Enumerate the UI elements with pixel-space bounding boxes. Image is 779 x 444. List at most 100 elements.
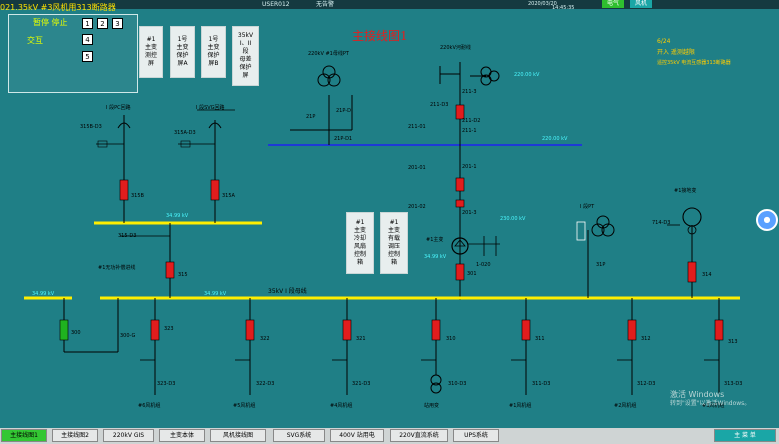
cabinet-panel-1[interactable]: #1 主变 测控 屏 <box>139 26 163 78</box>
label-310: 310 <box>446 336 456 342</box>
label-v-35b: 34.99 kV <box>32 291 55 297</box>
cabinet-panel-4[interactable]: 35kV I、II 段 母差 保护 屏 <box>232 26 259 86</box>
label-322: 322 <box>260 336 270 342</box>
label-314: 314 <box>702 272 712 278</box>
control-button-1[interactable]: 1 <box>82 18 93 29</box>
control-button-5[interactable]: 5 <box>82 51 93 62</box>
control-button-2[interactable]: 2 <box>97 18 108 29</box>
bottom-navigation: 主接线图1 主接线图2 220kV GIS 主变本体 风机接线图 SVG系统 4… <box>0 428 779 444</box>
label-311-d3: 311-D3 <box>532 381 551 387</box>
fan-control-panel[interactable]: #1 主变 冷却 风扇 控制 箱 <box>346 212 374 274</box>
label-fan6: #6风机组 <box>138 403 161 409</box>
date-label: 2020/03/20 <box>528 1 557 7</box>
label-21p: 21P <box>306 114 316 120</box>
stop-label: 暂停 停止 <box>33 18 68 27</box>
label-bus-pt: I 段PT <box>580 204 595 210</box>
control-button-3[interactable]: 3 <box>112 18 123 29</box>
event-ticker: 021.35kV #3风机用313断路器 <box>0 3 116 12</box>
top-status-bar: USER012 无告警 2020/03/20 14:45:35 电气 风机 <box>0 0 779 11</box>
wind-button[interactable]: 风机 <box>630 0 652 8</box>
page-title: 主接线图1 <box>352 29 408 43</box>
label-v-220b: 220.00 kV <box>542 136 568 142</box>
label-322-d3: 322-D3 <box>256 381 275 387</box>
label-300g: 300-G <box>120 333 136 339</box>
control-box: 暂停 停止 交互 1 2 3 4 5 <box>8 14 138 93</box>
side-float-button[interactable]: ● <box>756 209 778 231</box>
label-1-020: 1-020 <box>476 262 491 268</box>
label-315b-d3: 315B-D3 <box>80 124 102 130</box>
cabinet-panel-2[interactable]: 1号 主变 保护 屏A <box>170 26 195 78</box>
label-315-d3: 315-D3 <box>118 233 137 239</box>
label-211-d3: 211-D3 <box>430 102 449 108</box>
main-menu-button[interactable]: 主 菜 单 <box>714 429 776 442</box>
nav-main-2[interactable]: 主接线图2 <box>52 429 98 442</box>
label-201-02: 201-02 <box>408 204 426 210</box>
label-211-3: 211-3 <box>462 89 477 95</box>
label-pc-bus: I 段PC回路 <box>106 105 131 111</box>
label-312: 312 <box>641 336 651 342</box>
alarm-status-label: 无告警 <box>316 1 335 8</box>
nav-wind-diagram[interactable]: 风机接线图 <box>210 429 266 442</box>
watermark-line-1: 激活 Windows <box>670 390 725 399</box>
alarm-panel: 6/24 开入 遥测越限 遥控35kV 电流互感器313断路器 <box>657 36 731 69</box>
cabinet-panel-3[interactable]: 1号 主变 保护 屏B <box>201 26 226 78</box>
nav-transformer[interactable]: 主变本体 <box>159 429 205 442</box>
label-svg-loop: I 段SVG回路 <box>196 105 225 111</box>
label-fan2: #2风机组 <box>614 403 637 409</box>
nav-220v-dc[interactable]: 220V直流系统 <box>390 429 448 442</box>
label-fan1: #1风机组 <box>509 403 532 409</box>
label-311: 311 <box>535 336 545 342</box>
label-201-3: 201-3 <box>462 210 477 216</box>
label-300: 300 <box>71 330 81 336</box>
user-label: USER012 <box>262 1 290 8</box>
label-21pd: 21P-D <box>336 108 351 114</box>
alarm-line-3: 遥控35kV 电流互感器313断路器 <box>657 60 731 66</box>
label-314-d3: 714-D3 <box>652 220 671 226</box>
label-301: 301 <box>467 271 477 277</box>
time-label: 14:45:35 <box>552 5 575 11</box>
label-21pd1: 21P-D1 <box>334 136 353 142</box>
label-313: 313 <box>728 339 738 345</box>
label-v-35d: 34.99 kV <box>424 254 447 260</box>
label-v-220: 220.00 kV <box>514 72 540 78</box>
label-323: 323 <box>164 326 174 332</box>
nav-main-1[interactable]: 主接线图1 <box>1 429 47 442</box>
label-v-35a: 34.99 kV <box>166 213 189 219</box>
label-321-d3: 321-D3 <box>352 381 371 387</box>
watermark-line-2: 转到"设置"以激活Windows。 <box>670 400 751 407</box>
alarm-line-2: 开入 遥测越限 <box>657 49 695 56</box>
mode-label: 交互 <box>27 36 43 45</box>
label-201-1: 201-1 <box>462 164 477 170</box>
windows-watermark: 激活 Windows 转到"设置"以激活Windows。 <box>670 390 750 408</box>
label-31p: 31P <box>596 262 606 268</box>
alarm-line-1: 6/24 <box>657 38 671 45</box>
nav-400v[interactable]: 400V 站用电 <box>330 429 384 442</box>
nav-ups[interactable]: UPS系统 <box>453 429 499 442</box>
nav-gis[interactable]: 220kV GIS <box>103 429 154 442</box>
label-pt-220: 220kV #1母线PT <box>308 51 349 57</box>
label-323-d3: 323-D3 <box>157 381 176 387</box>
label-v-220c: 230.00 kV <box>500 216 526 222</box>
label-315: 315 <box>178 272 188 278</box>
label-211-1: 211-1 <box>462 128 477 134</box>
label-312-d3: 312-D3 <box>637 381 656 387</box>
label-fan5: #5风机组 <box>233 403 256 409</box>
label-310-d3: 310-D3 <box>448 381 467 387</box>
single-line-diagram <box>24 62 740 395</box>
tap-control-panel[interactable]: #1 主变 有载 调压 控制 箱 <box>380 212 408 274</box>
label-v-35c: 34.99 kV <box>204 291 227 297</box>
nav-svg-system[interactable]: SVG系统 <box>273 429 325 442</box>
label-main-tx: #1主变 <box>426 237 444 243</box>
label-201-01: 201-01 <box>408 165 426 171</box>
label-315a: 315A <box>222 193 235 199</box>
label-comp-line: #1无功补偿进线 <box>98 265 136 271</box>
label-315b: 315B <box>131 193 144 199</box>
label-313-d3: 313-D3 <box>724 381 743 387</box>
power-button[interactable]: 电气 <box>602 0 624 8</box>
label-211-d2: 211-D2 <box>462 118 481 124</box>
control-button-4[interactable]: 4 <box>82 34 93 45</box>
label-fan3: #3风机组 <box>702 403 725 409</box>
label-315a-d3: 315A-D3 <box>174 130 196 136</box>
label-211-01: 211-01 <box>408 124 426 130</box>
